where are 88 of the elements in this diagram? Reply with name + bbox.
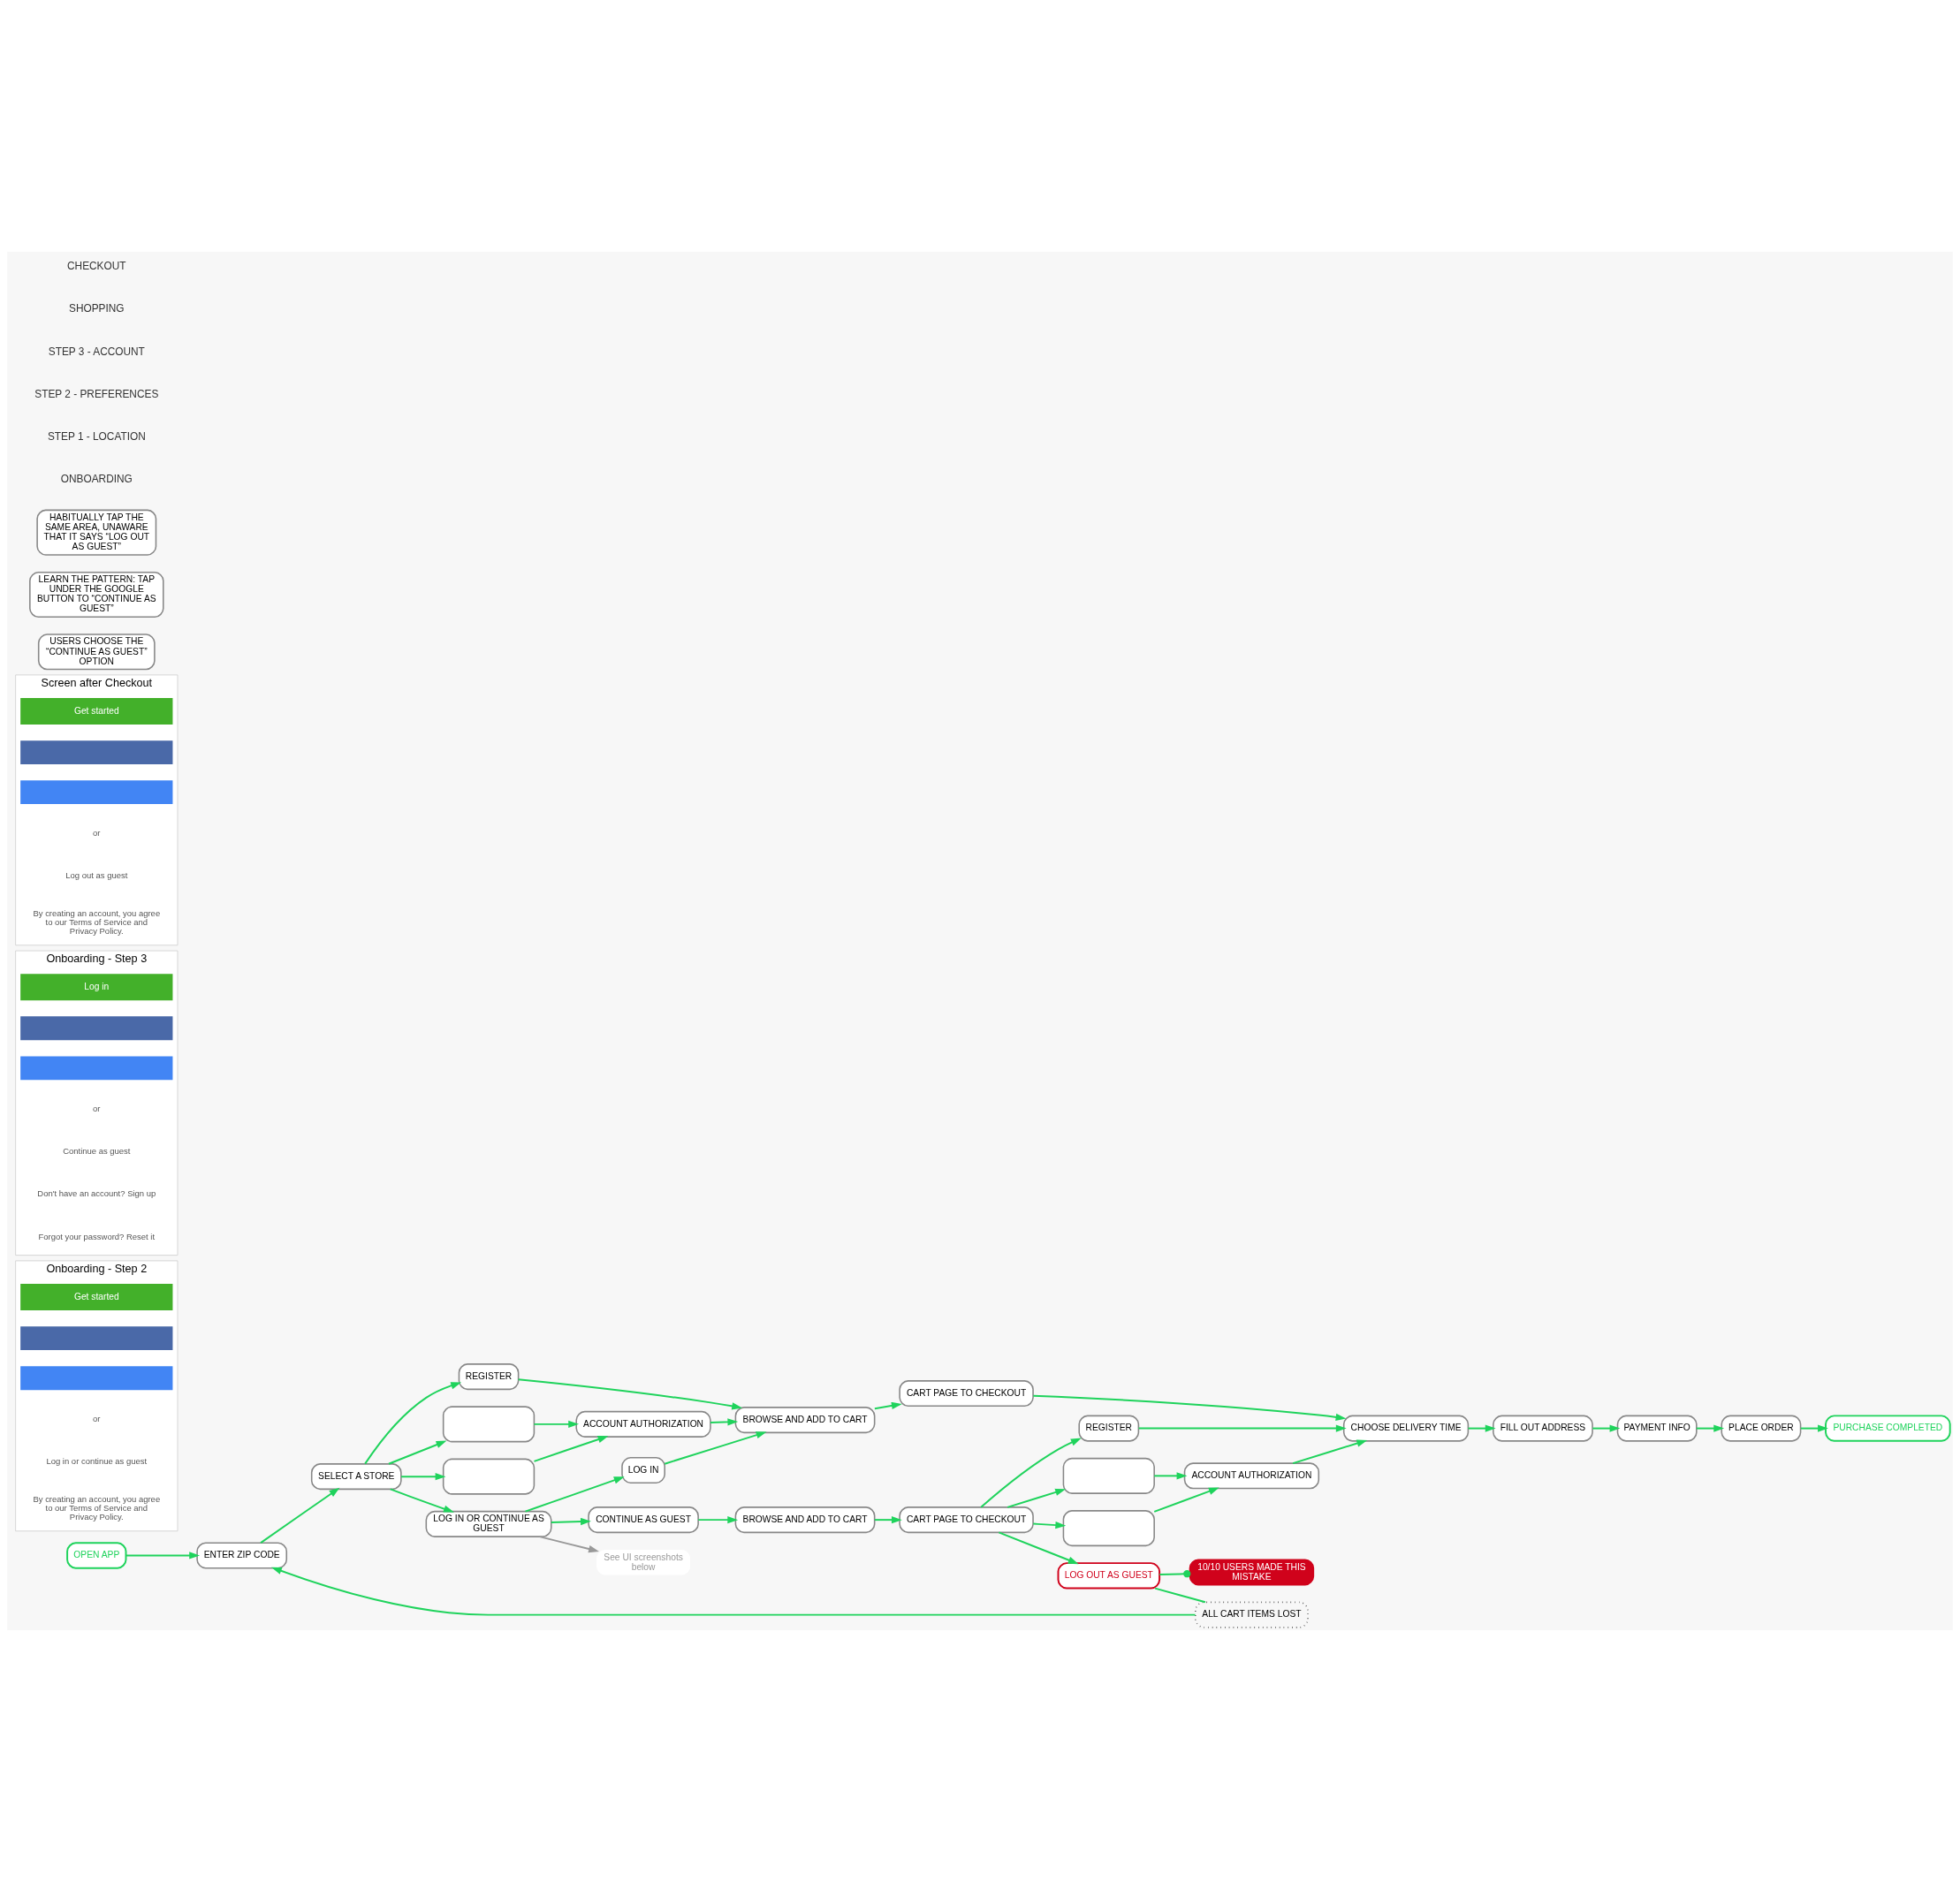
label: STEP 3 - ACCOUNT bbox=[48, 345, 145, 358]
node-box: PLACE ORDER bbox=[1721, 1415, 1802, 1442]
arrow bbox=[364, 1382, 462, 1465]
arrow bbox=[533, 1420, 580, 1429]
arrow bbox=[980, 1438, 1082, 1508]
node-box: Get started bbox=[20, 698, 173, 725]
node-box: CONTINUE AS GUEST bbox=[588, 1506, 699, 1534]
node-box: See UI screenshots below bbox=[596, 1550, 691, 1575]
connector bbox=[1154, 1587, 1206, 1604]
node-box: OPEN APP bbox=[66, 1542, 127, 1569]
arrow bbox=[1007, 1488, 1067, 1508]
node-box bbox=[442, 1406, 536, 1443]
label: Log in or continue as guest bbox=[46, 1455, 148, 1466]
node-box bbox=[442, 1458, 536, 1495]
label: STEP 1 - LOCATION bbox=[47, 429, 146, 443]
label: or bbox=[93, 1413, 101, 1423]
node-box bbox=[20, 1366, 173, 1391]
node-box bbox=[20, 780, 173, 805]
node-box bbox=[1062, 1510, 1155, 1547]
arrow bbox=[1153, 1487, 1219, 1513]
arrow bbox=[538, 1536, 599, 1553]
node-box: PAYMENT INFO bbox=[1616, 1415, 1698, 1442]
label: SHOPPING bbox=[69, 302, 125, 315]
node-box: ENTER ZIP CODE bbox=[196, 1542, 288, 1569]
arrow bbox=[260, 1487, 340, 1544]
arrow bbox=[1032, 1521, 1067, 1529]
arrow bbox=[1592, 1424, 1621, 1432]
node-box: ACCOUNT AUTHORIZATION bbox=[1183, 1462, 1320, 1490]
arrow bbox=[1695, 1424, 1725, 1432]
node-box: ALL CART ITEMS LOST bbox=[1195, 1601, 1309, 1628]
node-box: CHOOSE DELIVERY TIME bbox=[1342, 1415, 1470, 1442]
arrow bbox=[533, 1436, 609, 1462]
node-box: LOG OUT AS GUEST bbox=[1057, 1562, 1161, 1590]
arrow bbox=[1292, 1439, 1368, 1465]
label: Log out as guest bbox=[65, 869, 128, 880]
node-box: BROWSE AND ADD TO CART bbox=[734, 1407, 876, 1434]
arrow bbox=[697, 1515, 739, 1524]
arrow bbox=[709, 1418, 739, 1426]
arrow bbox=[1137, 1424, 1347, 1432]
node-box bbox=[20, 1016, 173, 1041]
node-box: SELECT A STORE bbox=[310, 1463, 402, 1491]
node-box: BROWSE AND ADD TO CART bbox=[734, 1506, 876, 1534]
node-box: 10/10 USERS MADE THIS MISTAKE bbox=[1189, 1559, 1315, 1586]
label: Forgot your password? Reset it bbox=[38, 1231, 156, 1241]
node-box: USERS CHOOSE THE “CONTINUE AS GUEST” OPTION bbox=[37, 634, 156, 671]
node-box: REGISTER bbox=[458, 1363, 520, 1391]
arrow bbox=[517, 1378, 743, 1410]
label: or bbox=[93, 827, 101, 838]
label: By creating an account, you agree to our Terms of Service and Privacy Policy. bbox=[33, 907, 161, 937]
arrow bbox=[873, 1401, 902, 1410]
node-box: Log in bbox=[20, 974, 173, 1001]
arrow bbox=[387, 1440, 447, 1465]
node-box: REGISTER bbox=[1078, 1415, 1140, 1442]
arrow bbox=[389, 1488, 454, 1513]
arrow bbox=[1799, 1424, 1828, 1432]
arrow bbox=[400, 1472, 446, 1481]
label: STEP 2 - PREFERENCES bbox=[34, 387, 159, 400]
arrow bbox=[550, 1517, 591, 1526]
arrow bbox=[1153, 1472, 1188, 1480]
label: By creating an account, you agree to our Terms of Service and Privacy Policy. bbox=[33, 1493, 161, 1522]
node-box: LOG IN OR CONTINUE AS GUEST bbox=[425, 1510, 552, 1537]
node-box: ACCOUNT AUTHORIZATION bbox=[575, 1410, 711, 1438]
label: Don't have an account? Sign up bbox=[37, 1188, 156, 1199]
node-box bbox=[20, 740, 173, 765]
connector bbox=[1159, 1570, 1191, 1578]
node-box bbox=[1062, 1457, 1155, 1494]
node-box: Get started bbox=[20, 1284, 173, 1311]
arrow bbox=[270, 1567, 1197, 1616]
label: CHECKOUT bbox=[67, 260, 126, 273]
node-box bbox=[20, 1056, 173, 1081]
arrow bbox=[1032, 1394, 1347, 1422]
node-box: PURCHASE COMPLETED bbox=[1825, 1415, 1951, 1442]
label: Continue as guest bbox=[63, 1146, 131, 1157]
arrow bbox=[998, 1531, 1079, 1565]
node-box: LEARN THE PATTERN: TAP UNDER THE GOOGLE BUTTON TO “CONTINUE AS GUEST” bbox=[29, 571, 164, 618]
label: or bbox=[93, 1103, 101, 1113]
arrow bbox=[524, 1476, 625, 1513]
arrow bbox=[125, 1552, 201, 1559]
node-box: CART PAGE TO CHECKOUT bbox=[899, 1506, 1034, 1534]
arrow bbox=[1467, 1424, 1496, 1432]
label: ONBOARDING bbox=[60, 473, 133, 486]
node-box bbox=[20, 1326, 173, 1351]
arrow bbox=[873, 1515, 902, 1524]
node-box: LOG IN bbox=[621, 1457, 665, 1484]
node-box: CART PAGE TO CHECKOUT bbox=[899, 1380, 1034, 1408]
node-box: HABITUALLY TAP THE SAME AREA, UNAWARE THAT IT SAYS “LOG OUT AS GUEST” bbox=[36, 509, 157, 556]
arrow bbox=[664, 1431, 767, 1465]
node-box: FILL OUT ADDRESS bbox=[1493, 1415, 1593, 1442]
